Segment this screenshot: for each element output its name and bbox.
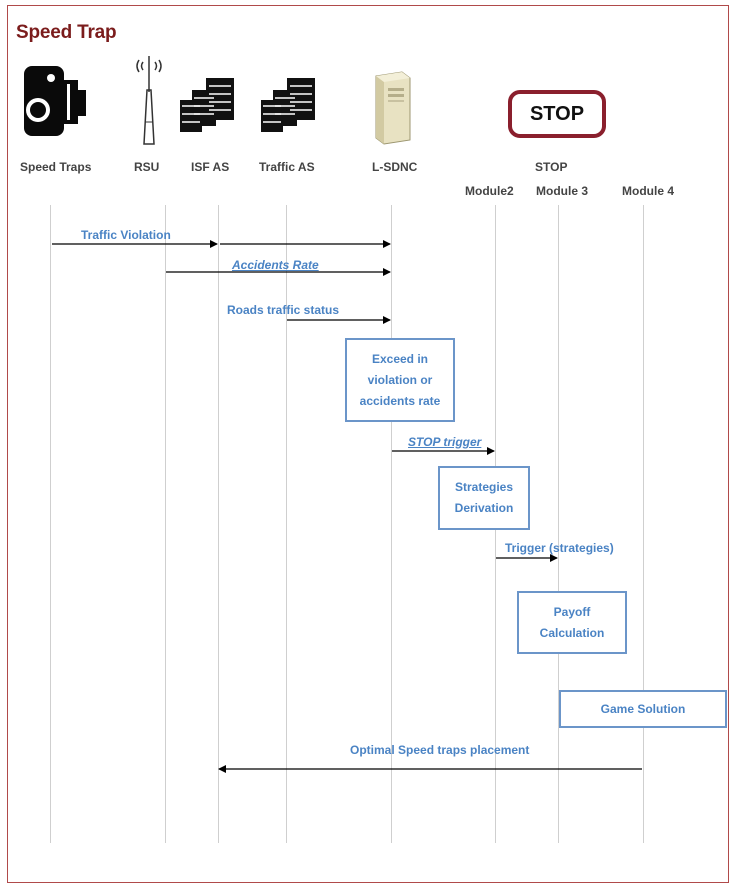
entity-label-stop: STOP bbox=[535, 160, 568, 174]
message-optimal-placement: Optimal Speed traps placement bbox=[350, 743, 530, 757]
entity-label-isf-as: ISF AS bbox=[191, 160, 230, 174]
activity-line: accidents rate bbox=[359, 393, 441, 408]
activity-line: Game Solution bbox=[600, 701, 686, 716]
lifeline-traffic-as bbox=[286, 205, 287, 843]
lifeline-module-4 bbox=[643, 205, 644, 843]
server-rack-icon bbox=[180, 78, 234, 132]
activity-line: Payoff bbox=[553, 604, 591, 619]
entity-label-traffic-as: Traffic AS bbox=[259, 160, 315, 174]
lifeline-speed-traps bbox=[50, 205, 51, 843]
antenna-icon bbox=[136, 56, 162, 145]
module-label-3: Module 3 bbox=[536, 184, 589, 198]
activity-box-strategies: Strategies Derivation bbox=[438, 466, 530, 530]
activity-line: Calculation bbox=[539, 625, 605, 640]
server-rack-icon bbox=[261, 78, 315, 132]
speed-camera-icon bbox=[24, 66, 86, 136]
lifeline-isf-as bbox=[218, 205, 219, 843]
lifeline-module-3 bbox=[558, 205, 559, 843]
message-accidents-rate: Accidents Rate bbox=[232, 258, 319, 272]
message-stop-trigger: STOP trigger bbox=[408, 435, 482, 449]
activity-box-game-solution: Game Solution bbox=[559, 690, 727, 728]
lifeline-rsu bbox=[165, 205, 166, 843]
activity-line: Strategies bbox=[454, 480, 514, 494]
diagram-frame bbox=[7, 5, 729, 883]
message-traffic-violation: Traffic Violation bbox=[81, 228, 171, 242]
activity-line: violation or bbox=[367, 372, 433, 387]
message-roads-traffic-status: Roads traffic status bbox=[227, 303, 340, 317]
entity-label-rsu: RSU bbox=[134, 160, 160, 174]
entity-label-l-sdnc: L-SDNC bbox=[372, 160, 418, 174]
activity-box-payoff: Payoff Calculation bbox=[517, 591, 627, 654]
lifeline-l-sdnc bbox=[391, 205, 392, 843]
activity-line: Exceed in bbox=[371, 351, 429, 366]
module-label-4: Module 4 bbox=[622, 184, 675, 198]
desktop-tower-icon bbox=[375, 71, 411, 145]
activity-line: Derivation bbox=[454, 501, 514, 515]
stop-sign-icon: STOP bbox=[508, 90, 606, 138]
module-label-2: Module2 bbox=[465, 184, 514, 198]
activity-box-exceed: Exceed in violation or accidents rate bbox=[345, 338, 455, 422]
message-trigger-strategies: Trigger (strategies) bbox=[505, 541, 614, 555]
entity-label-speed-traps: Speed Traps bbox=[20, 160, 92, 174]
diagram-title: Speed Trap bbox=[16, 22, 117, 43]
